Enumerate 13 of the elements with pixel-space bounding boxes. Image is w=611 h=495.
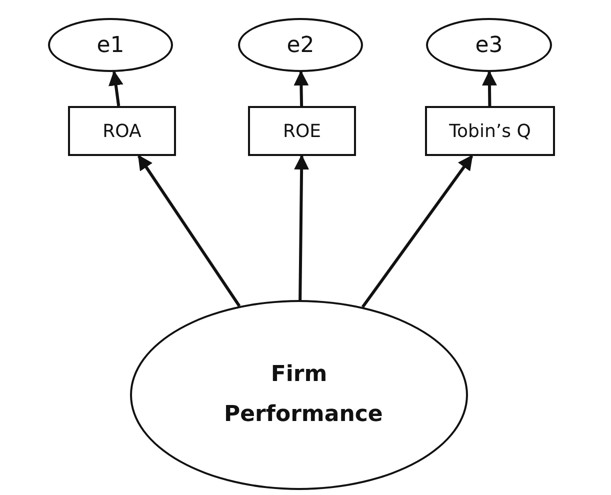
arrow — [482, 70, 497, 106]
arrow — [294, 70, 309, 106]
arrow — [294, 154, 310, 300]
latent-variable-ellipse: Firm Performance — [130, 300, 468, 490]
arrow — [138, 154, 241, 307]
error-ellipse: e1 — [48, 18, 173, 72]
error-ellipse: e2 — [238, 18, 363, 72]
indicator-box: ROA — [68, 106, 176, 156]
error-ellipse: e3 — [426, 18, 552, 72]
arrow — [108, 70, 124, 106]
indicator-box: ROE — [248, 106, 356, 156]
arrow — [361, 154, 474, 308]
indicator-box: Tobin’s Q — [425, 106, 555, 156]
